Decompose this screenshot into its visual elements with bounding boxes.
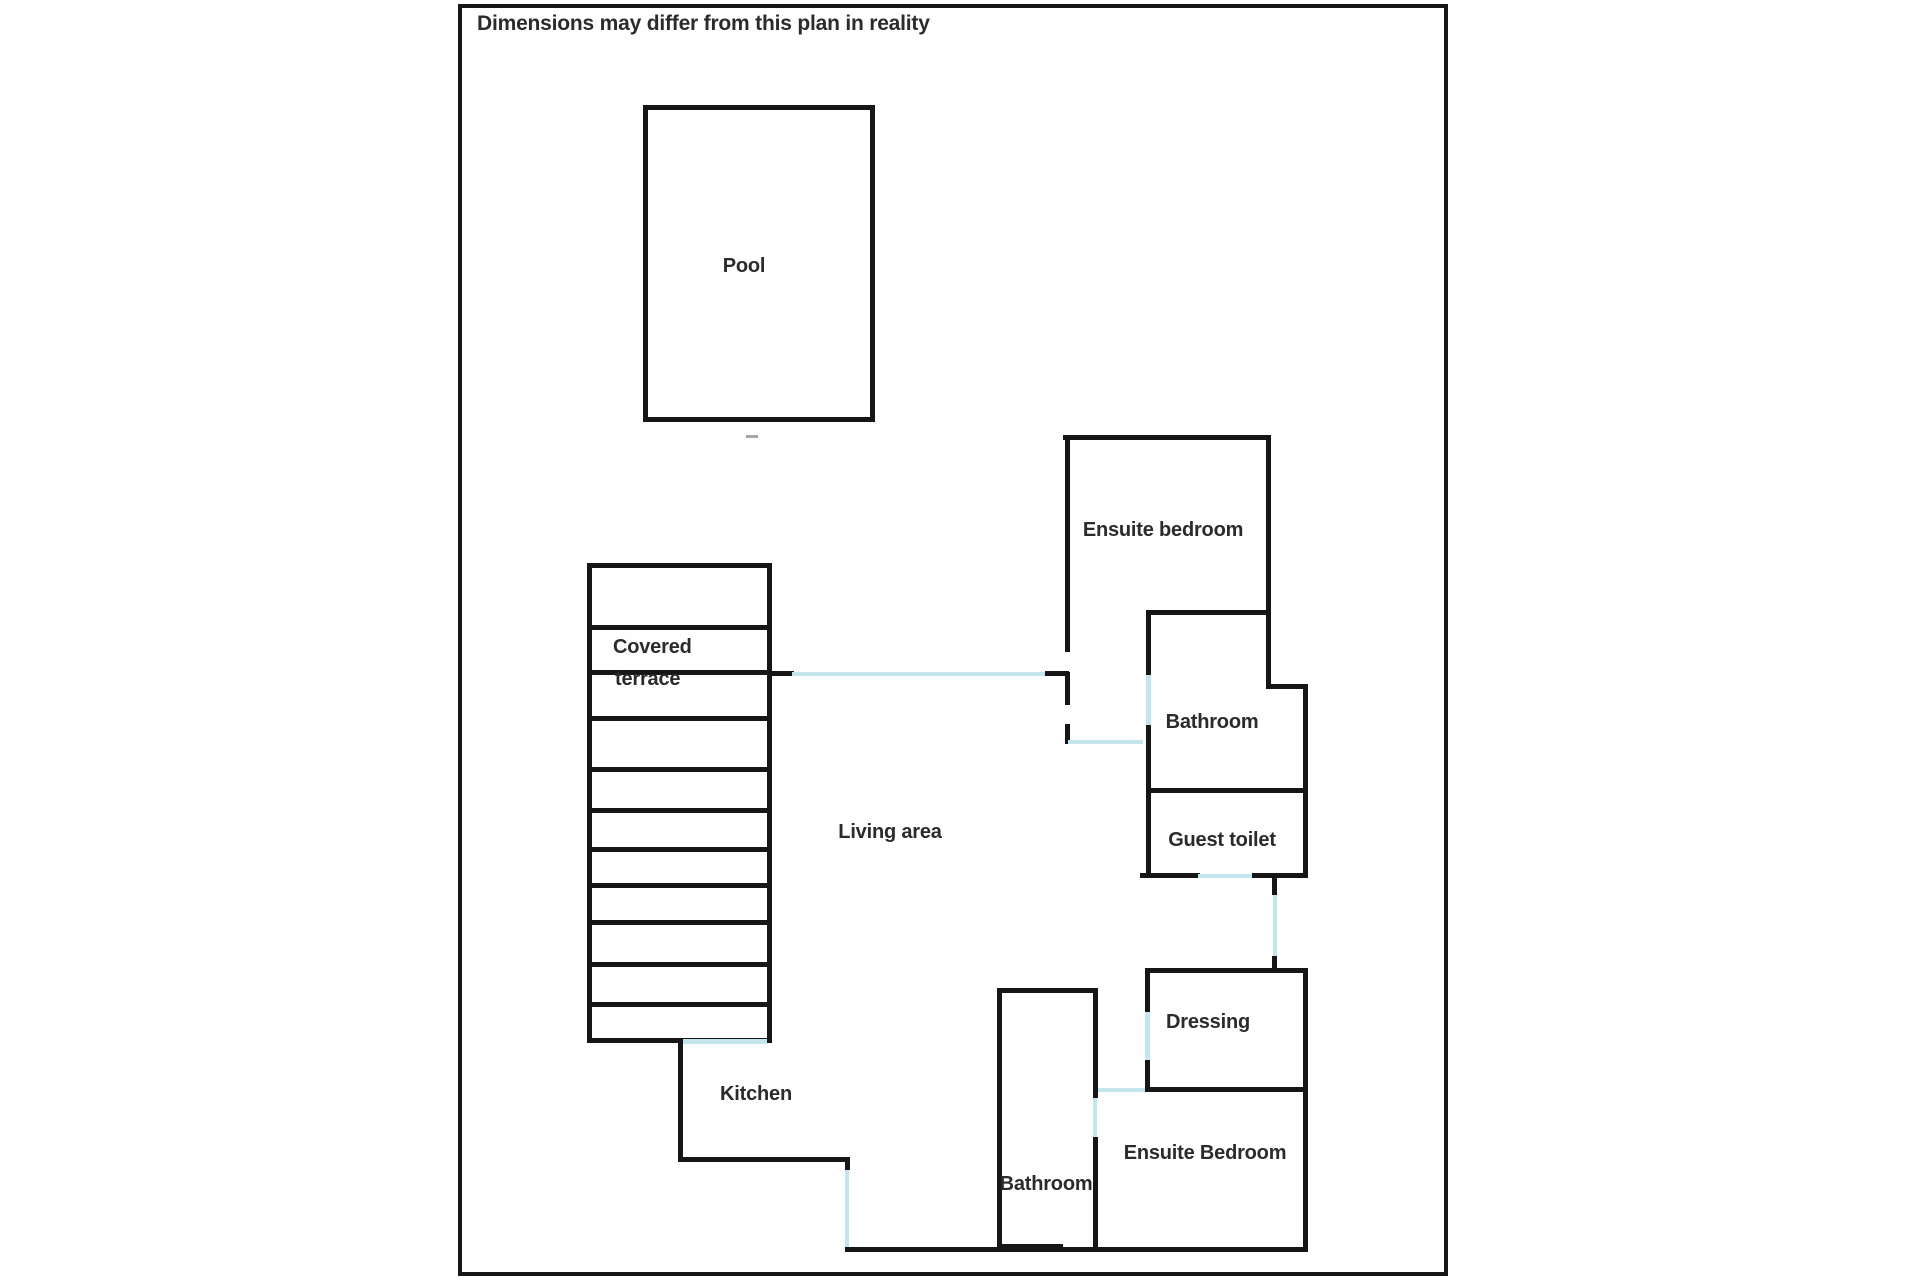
door-segment <box>1093 1098 1097 1137</box>
pool-artifact-dash <box>746 435 758 438</box>
wall-segment <box>1266 435 1271 688</box>
wall-segment <box>1145 968 1308 973</box>
wall-segment <box>678 1157 850 1162</box>
door-segment <box>1198 874 1252 878</box>
door-segment <box>1096 1088 1145 1092</box>
terrace-tread-line <box>587 767 772 772</box>
terrace-door-segment <box>683 1039 767 1044</box>
wall-segment <box>1146 788 1303 793</box>
room-label-bathroom-bottom: Bathroom <box>999 1173 1093 1195</box>
wall-segment <box>845 1157 850 1170</box>
terrace-tread-line <box>587 920 772 925</box>
wall-segment <box>1146 610 1151 675</box>
wall-segment <box>1303 968 1308 1252</box>
terrace-tread-line <box>587 883 772 888</box>
room-label-dressing: Dressing <box>1166 1011 1250 1033</box>
room-label-bathroom-top: Bathroom <box>1165 711 1259 733</box>
wall-segment <box>770 671 794 676</box>
wall-segment <box>1272 956 1277 970</box>
wall-segment <box>1065 435 1070 652</box>
room-label-ensuite-bedroom-bottom: Ensuite Bedroom <box>1123 1142 1287 1164</box>
wall-segment <box>1140 873 1200 878</box>
room-label-living-area: Living area <box>838 821 942 843</box>
room-label-guest-toilet: Guest toilet <box>1168 829 1276 851</box>
wall-segment <box>1145 1087 1308 1092</box>
wall-segment <box>1145 1060 1150 1092</box>
wall-segment <box>997 1244 1063 1252</box>
wall-segment <box>1065 724 1070 744</box>
wall-segment <box>678 1043 683 1157</box>
wall-segment <box>1303 684 1308 878</box>
room-label-pool: Pool <box>722 255 766 277</box>
room-label-terrace: terrace <box>615 668 681 690</box>
terrace-tread-line <box>587 625 772 630</box>
glass-wall-segment <box>792 672 1047 676</box>
room-label-kitchen: Kitchen <box>720 1083 792 1105</box>
floor-plan-border <box>458 4 1448 1276</box>
door-segment <box>1068 740 1143 744</box>
wall-segment <box>1093 988 1098 1098</box>
glass-wall-segment <box>1273 895 1277 962</box>
wall-segment <box>997 988 1098 993</box>
terrace-tread-line <box>587 716 772 721</box>
wall-segment <box>1272 878 1277 895</box>
wall-segment <box>997 988 1002 1252</box>
wall-segment <box>1045 671 1069 676</box>
wall-segment <box>845 1247 1308 1252</box>
terrace-tread-line <box>587 808 772 813</box>
terrace-tread-line <box>587 1002 772 1007</box>
wall-segment <box>1065 672 1070 705</box>
wall-segment <box>1063 435 1271 440</box>
wall-segment <box>1093 1137 1098 1252</box>
door-segment <box>1146 675 1151 725</box>
wall-segment <box>1146 725 1151 878</box>
wall-segment <box>1266 684 1308 689</box>
wall-segment <box>1252 873 1308 878</box>
glass-wall-segment <box>845 1170 849 1247</box>
terrace-tread-line <box>587 962 772 967</box>
room-label-covered: Covered <box>613 636 692 658</box>
terrace-tread-line <box>587 670 772 675</box>
wall-segment <box>1145 968 1150 1012</box>
room-label-ensuite-bedroom-top: Ensuite bedroom <box>1082 519 1244 541</box>
terrace-outline <box>587 563 772 1043</box>
wall-segment <box>1146 610 1271 615</box>
disclaimer-text: Dimensions may differ from this plan in … <box>477 12 930 35</box>
door-segment <box>1145 1012 1150 1060</box>
pool-outline <box>643 105 875 422</box>
terrace-tread-line <box>587 847 772 852</box>
